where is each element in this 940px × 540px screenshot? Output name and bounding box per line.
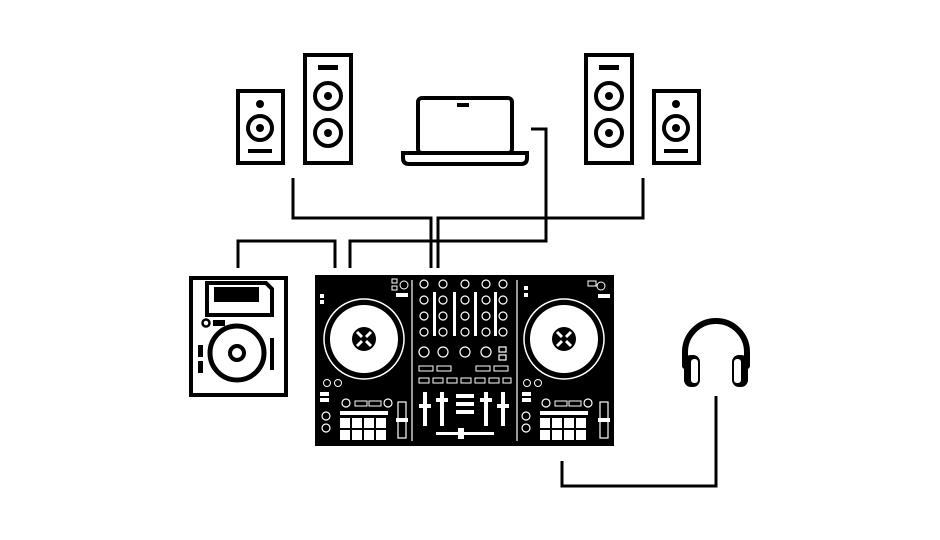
speaker-tall-right-icon — [584, 53, 634, 165]
jog-wheel-right — [523, 298, 605, 380]
deck-left — [320, 278, 409, 440]
cable-speakers-left — [291, 178, 433, 268]
deck-right — [521, 280, 610, 440]
cables — [236, 127, 718, 488]
mixer-section — [418, 279, 508, 361]
dj-controller-icon — [315, 275, 614, 446]
performance-pads-left — [340, 418, 386, 440]
speaker-small-right-icon — [652, 89, 701, 165]
cable-headphones — [560, 396, 718, 488]
jog-wheel-left — [323, 298, 405, 380]
cable-laptop — [348, 127, 548, 268]
mixer-meters — [433, 292, 497, 336]
cable-speakers-right — [436, 178, 645, 268]
laptop-icon — [401, 96, 529, 166]
crossfader — [436, 428, 494, 439]
cd-player-icon — [189, 276, 288, 397]
performance-pads-right — [540, 418, 586, 440]
cable-cd-player — [236, 239, 337, 268]
headphones-icon — [682, 318, 750, 387]
speaker-tall-left-icon — [303, 53, 353, 165]
channel-faders — [419, 392, 509, 426]
mixer-buttons — [418, 365, 512, 384]
speaker-small-left-icon — [236, 89, 285, 165]
